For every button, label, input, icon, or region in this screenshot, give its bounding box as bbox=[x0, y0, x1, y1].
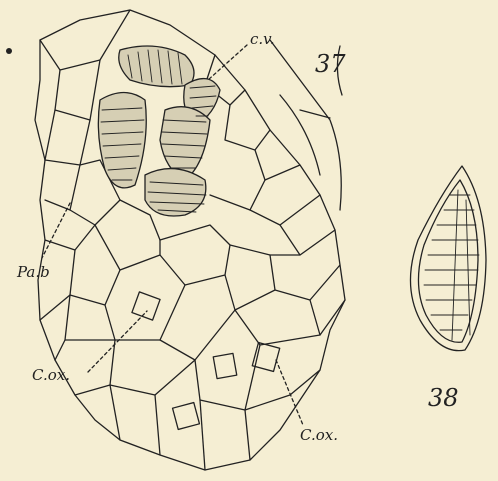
figure-37-number: 37 bbox=[315, 50, 346, 78]
label-cox-right: C.ox. bbox=[300, 426, 338, 444]
oxalate-crystals bbox=[132, 292, 280, 430]
label-cv: c.v. bbox=[250, 30, 275, 48]
figure-38-number: 38 bbox=[428, 384, 459, 412]
leader-lines bbox=[42, 45, 303, 425]
vessel-cluster bbox=[98, 46, 220, 216]
ink-dot bbox=[6, 48, 12, 54]
label-cox-left: C.ox. bbox=[32, 366, 70, 384]
figure-38-cell bbox=[410, 166, 486, 351]
label-pab: Pa.b bbox=[17, 263, 50, 281]
fig38-outline bbox=[410, 166, 486, 351]
